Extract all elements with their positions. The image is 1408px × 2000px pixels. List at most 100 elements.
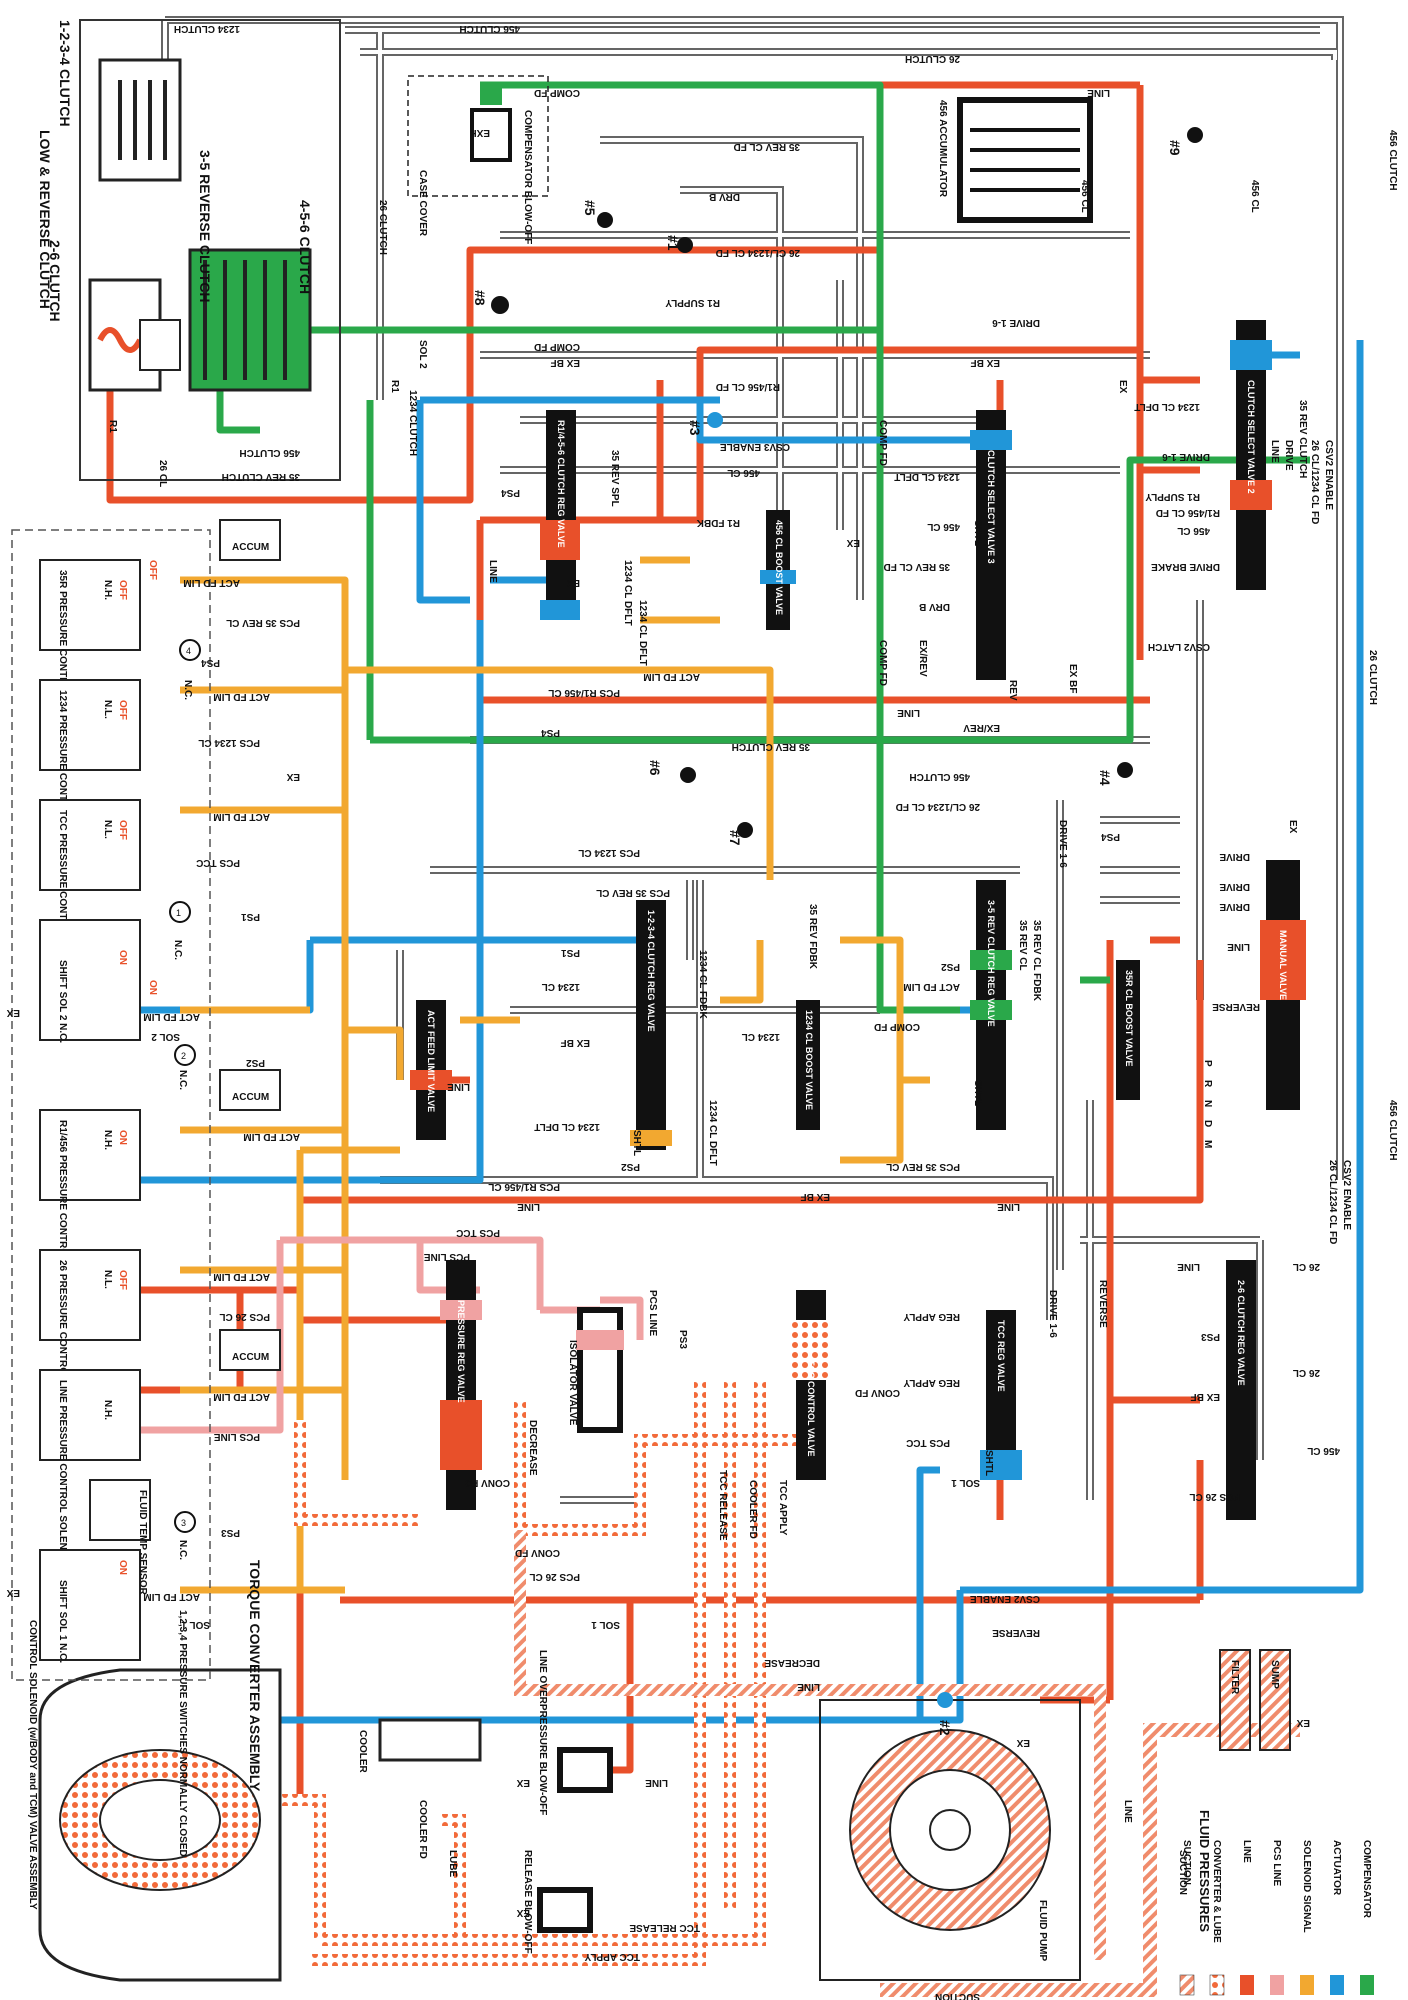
svg-text:PCS 26 CL: PCS 26 CL [219,1311,270,1322]
valve-26reg: 2-6 CLUTCH REG VALVE [1226,1260,1256,1520]
svg-text:EX: EX [1117,380,1128,394]
svg-text:26 CL/1234 CL FD: 26 CL/1234 CL FD [716,247,800,258]
svg-text:DRIVE: DRIVE [1219,901,1250,912]
svg-text:2-6 CLUTCH REG VALVE: 2-6 CLUTCH REG VALVE [1236,1280,1246,1386]
svg-text:ON: ON [147,980,158,995]
svg-text:RELEASE BLOW-OFF: RELEASE BLOW-OFF [522,1850,533,1954]
exhaust-circuits [161,16,1344,1504]
svg-text:PCS LINE: PCS LINE [214,1431,260,1442]
svg-text:2: 2 [181,1051,186,1061]
svg-text:PS3: PS3 [677,1330,688,1349]
svg-text:LINE: LINE [797,1681,820,1692]
svg-text:1,2,3,4 PRESSURE SWITCHES NORM: 1,2,3,4 PRESSURE SWITCHES NORMALLY CLOSE… [177,1610,188,1857]
svg-text:DRV B: DRV B [919,601,950,612]
svg-text:SUMP: SUMP [1269,1660,1280,1689]
svg-text:1234 CL DFLT: 1234 CL DFLT [1134,401,1200,412]
svg-text:PCS 35 REV CL: PCS 35 REV CL [226,617,300,628]
svg-text:OFF: OFF [117,580,128,600]
exhaust-circuits-inner [163,18,1342,1502]
svg-text:COMPENSATOR: COMPENSATOR [1361,1840,1372,1919]
svg-text:PS2: PS2 [246,1057,265,1068]
accumulator-456: 456 ACCUMULATOR [937,97,1093,223]
svg-text:R1: R1 [389,380,400,393]
svg-text:1234 CL DFLT: 1234 CL DFLT [534,1121,600,1132]
svg-text:1234 CLUTCH: 1234 CLUTCH [174,23,240,34]
svg-text:REV: REV [1007,680,1018,701]
svg-text:PS3: PS3 [221,1527,240,1538]
svg-text:1234 CL FDBK: 1234 CL FDBK [697,950,708,1020]
svg-text:ACT FD LIM: ACT FD LIM [643,671,700,682]
svg-text:N.L.: N.L. [102,700,113,719]
valve-bodies: R1/4-5-6 CLUTCH REG VALVE 456 CL BOOST V… [410,320,1306,1520]
svg-text:OFF: OFF [117,820,128,840]
svg-text:456 CL BOOST VALVE: 456 CL BOOST VALVE [774,520,784,615]
svg-text:REG APPLY: REG APPLY [903,1311,960,1322]
svg-text:26 CL/1234 CL FD: 26 CL/1234 CL FD [1309,440,1320,524]
filter-sump: FILTER SUMP [1219,1649,1291,1751]
svg-text:456 ACCUMULATOR: 456 ACCUMULATOR [937,100,948,198]
svg-text:CASE COVER: CASE COVER [417,170,428,237]
svg-text:SHTL: SHTL [972,1080,983,1106]
svg-text:N.L.: N.L. [102,820,113,839]
svg-text:EX: EX [1016,1737,1030,1748]
svg-text:R1 SUPPLY: R1 SUPPLY [1145,491,1200,502]
svg-text:SHTL: SHTL [983,1450,994,1476]
pcs-line-circuit [130,1236,644,1434]
svg-text:3-5 REV CLUTCH REG VALVE: 3-5 REV CLUTCH REG VALVE [986,900,996,1027]
svg-text:P: P [1202,1060,1213,1067]
svg-text:LINE: LINE [487,560,498,583]
svg-text:PCS LINE: PCS LINE [1271,1840,1282,1886]
svg-text:PCS R1/456 CL: PCS R1/456 CL [548,687,620,698]
solenoid-r1456: R1/456 PRESSURE CONTROL SOLENOID 3 ON N.… [39,1109,141,1326]
svg-text:456 CLUTCH: 456 CLUTCH [1387,1100,1398,1161]
svg-text:PCS LINE: PCS LINE [424,1251,470,1262]
svg-text:456 CLUTCH: 456 CLUTCH [239,447,300,458]
svg-text:EXH: EXH [469,127,490,138]
svg-text:ACTUATOR: ACTUATOR [1331,1840,1342,1896]
svg-text:456 CLUTCH: 456 CLUTCH [1387,130,1398,191]
svg-text:456 CL: 456 CL [927,521,960,532]
svg-text:ACT FD LIM: ACT FD LIM [903,981,960,992]
svg-text:TCC PRESSURE CONTROL SOLENOID: TCC PRESSURE CONTROL SOLENOID [57,810,68,995]
svg-text:PS1: PS1 [561,947,580,958]
svg-text:456 CL: 456 CL [1177,525,1210,536]
svg-text:EX: EX [286,771,300,782]
svg-text:EX: EX [516,1907,530,1918]
solenoid-accumulators: ACCUM ACCUM ACCUM [219,519,281,1371]
svg-text:COMP FD: COMP FD [534,341,580,352]
svg-text:TCC CONTROL VALVE: TCC CONTROL VALVE [806,1360,816,1457]
svg-text:ACT FD LIM: ACT FD LIM [213,1391,270,1402]
checkball-5 [597,212,613,228]
svg-text:DRIVE: DRIVE [1219,881,1250,892]
svg-text:N: N [1202,1100,1213,1107]
svg-text:FLUID PRESSURES: FLUID PRESSURES [1197,1810,1212,1932]
svg-text:N.H.: N.H. [102,580,113,600]
svg-text:26 CL/1234 CL FD: 26 CL/1234 CL FD [1327,1160,1338,1244]
svg-text:PRESSURE REG VALVE: PRESSURE REG VALVE [456,1300,466,1403]
svg-text:ACT FD LIM: ACT FD LIM [183,577,240,588]
svg-text:REVERSE: REVERSE [1212,1001,1260,1012]
check-balls: #1 #2 #3 #4 #5 #6 #7 #8 #9 [472,127,1203,1736]
svg-text:R1/456 CL FD: R1/456 CL FD [716,381,780,392]
svg-text:1234 CL: 1234 CL [742,1031,780,1042]
clutch-low-reverse-label: LOW & REVERSE CLUTCH [37,130,53,309]
svg-text:D: D [1202,1120,1213,1127]
svg-text:EX BF: EX BF [561,1037,590,1048]
svg-text:LINE: LINE [897,707,920,718]
svg-text:EX/REV: EX/REV [963,722,1000,733]
prndl: P R N D M [1202,1060,1213,1148]
svg-text:CONV FD: CONV FD [515,1547,560,1558]
pressure-switches [169,639,201,1533]
svg-text:DRIVE 1-6: DRIVE 1-6 [1057,820,1068,868]
svg-text:PCS 1234 CL: PCS 1234 CL [578,847,640,858]
svg-text:COMP FD: COMP FD [874,1021,920,1032]
svg-text:PS4: PS4 [541,727,560,738]
svg-text:EX: EX [846,537,860,548]
svg-text:TCC REG VALVE: TCC REG VALVE [996,1320,1006,1392]
checkball-8 [491,296,509,314]
svg-text:ACT FD LIM: ACT FD LIM [143,1011,200,1022]
svg-text:ACT FD LIM: ACT FD LIM [213,1271,270,1282]
svg-text:CSV3 ENABLE: CSV3 ENABLE [720,441,790,452]
svg-text:PS3: PS3 [1201,1331,1220,1342]
legend: FLUID PRESSURES SUCTION CONVERTER & LUBE… [1179,1810,1374,1996]
